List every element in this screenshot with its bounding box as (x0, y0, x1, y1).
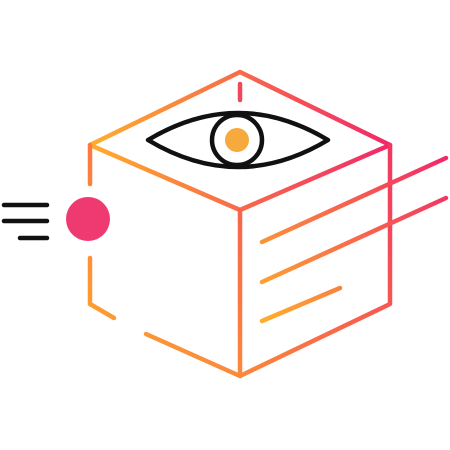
speed-line-2 (259, 195, 449, 285)
speed-line-3 (259, 285, 343, 324)
eye-iris-ring (209, 112, 265, 168)
motion-dashes-left (1, 202, 50, 241)
cube-top-left-edge (87, 69, 243, 213)
speed-line-1 (259, 155, 449, 245)
eye-pupil (225, 128, 249, 152)
speed-lines-right (259, 155, 449, 324)
cube-right-face-edge (237, 142, 393, 379)
eye-icon (145, 110, 331, 170)
motion-dot (66, 197, 110, 241)
cube-bottom-left-long (143, 331, 243, 379)
eye-outline (145, 110, 331, 170)
cube-outline (87, 69, 393, 379)
cube-bottom-left-short (87, 301, 117, 321)
